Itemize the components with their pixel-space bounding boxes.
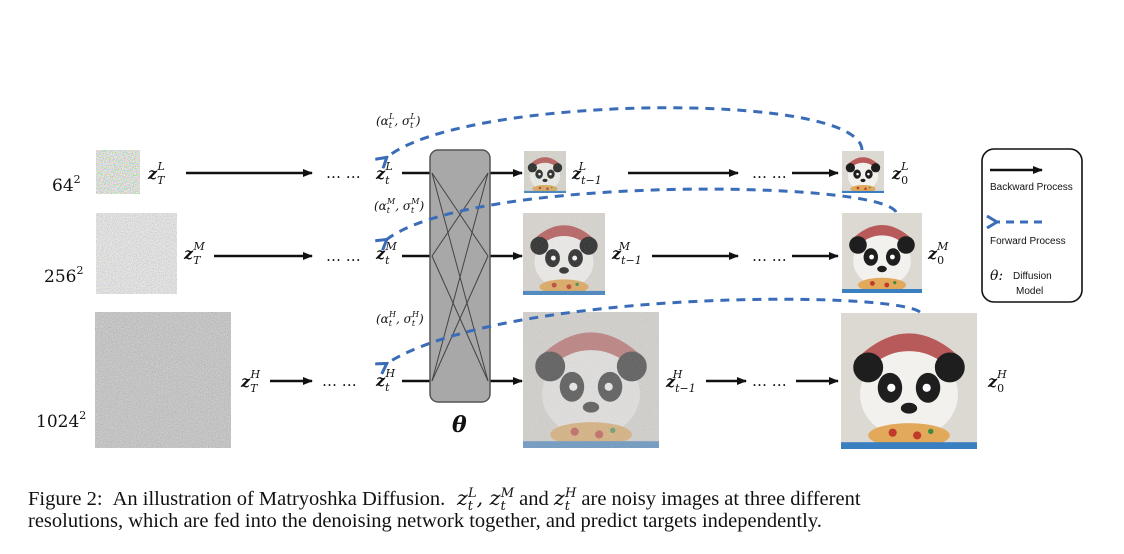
ellipsis-L-1: … …: [326, 164, 361, 182]
backward-arrows: [186, 169, 839, 385]
z-T-L: zTL: [147, 160, 166, 187]
figure-caption: Figure 2: An illustration of Matryoshka …: [28, 485, 861, 514]
legend-diffusion-1: Diffusion: [1013, 271, 1052, 282]
z-t-M: ztM: [375, 240, 398, 267]
resolution-labels: 642 2562 10242: [36, 173, 86, 432]
z-tm1-L: zt−1L: [571, 160, 602, 187]
z-T-M: zTM: [183, 240, 205, 267]
z-T-H: zTH: [240, 368, 260, 395]
z-t-L: ztL: [375, 160, 393, 187]
ellipses: … … … … … … … … … … … …: [322, 164, 787, 390]
forward-arrow-L: [386, 106, 864, 158]
ellipsis-H-2: … …: [752, 372, 787, 390]
zT-labels: zTL zTM zTH: [147, 160, 260, 395]
clean-panda-M: [842, 213, 922, 293]
z-tm1-M: zt−1M: [611, 240, 642, 267]
z-t-H: ztH: [375, 367, 396, 394]
legend-forward-label: Forward Process: [990, 236, 1066, 247]
ellipsis-M-1: … …: [326, 247, 361, 265]
noise-image-64: [96, 150, 140, 194]
forward-arrow-H: [386, 297, 921, 364]
resolution-256: 2562: [44, 264, 83, 287]
alpha-sigma-M: (αtM, σtM): [374, 197, 424, 215]
ellipsis-L-2: … …: [752, 164, 787, 182]
clean-panda-H: [841, 313, 977, 449]
z-tm1-H: zt−1H: [665, 368, 696, 395]
resolution-64: 642: [52, 173, 81, 196]
caption-and: and: [519, 487, 549, 510]
figure-caption-line2: resolutions, which are fed into the deno…: [28, 510, 822, 532]
alpha-sigma-H: (αtH, σtH): [376, 310, 424, 328]
alpha-sigma-L: (αtL, σtL): [376, 112, 421, 130]
denoising-network: θ: [429, 149, 491, 438]
noise-image-1024: [95, 312, 231, 448]
caption-text-2: are noisy images at three different: [581, 487, 861, 510]
forward-arrows: [386, 106, 921, 364]
legend-theta: θ:: [990, 268, 1003, 284]
zt-1-labels: zt−1L zt−1M zt−1H: [571, 160, 696, 395]
intermediate-images: [523, 151, 659, 448]
noise-inputs: [95, 150, 231, 448]
noise-schedule-labels: (αtL, σtL) (αtM, σtM) (αtH, σtH): [374, 112, 424, 328]
ellipsis-M-2: … …: [752, 247, 787, 265]
legend-diffusion-2: Model: [1016, 286, 1043, 297]
caption-text-1: An illustration of Matryoshka Diffusion.: [112, 487, 446, 510]
caption-label: Figure 2:: [28, 487, 103, 510]
z0-labels: z0L z0M z0H: [891, 160, 1007, 395]
legend-box: Backward Process Forward Process θ: Diff…: [981, 148, 1083, 303]
theta-label: θ: [452, 412, 467, 438]
z-0-L: z0L: [891, 160, 908, 187]
ellipsis-H-1: … …: [322, 372, 357, 390]
z-0-M: z0M: [927, 240, 949, 267]
noise-image-256: [96, 213, 177, 294]
output-images: [841, 151, 977, 449]
clean-panda-L: [842, 151, 884, 193]
resolution-1024: 10242: [36, 409, 86, 432]
legend-backward-label: Backward Process: [990, 182, 1073, 193]
z-0-H: z0H: [987, 368, 1007, 395]
